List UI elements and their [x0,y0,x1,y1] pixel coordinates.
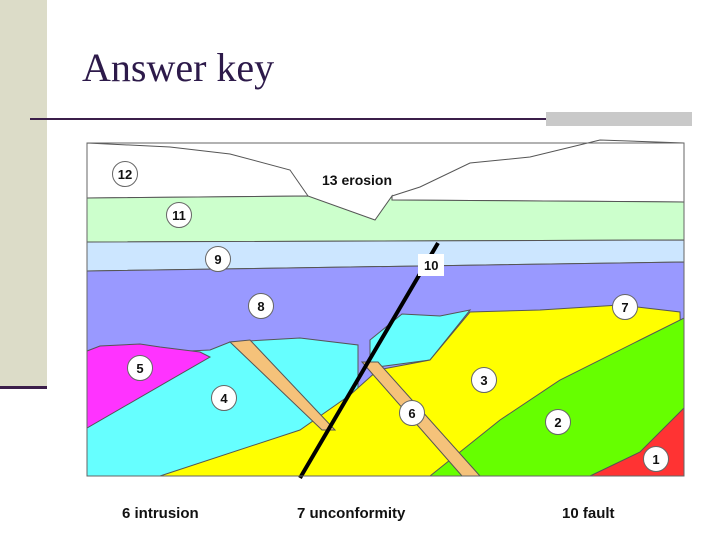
fault-10 [298,241,440,480]
label-6: 6 [399,400,425,426]
label-9: 9 [205,246,231,272]
caption-unconformity: 7 unconformity [297,505,406,522]
label-erosion: 13 erosion [322,172,393,188]
label-12: 12 [112,161,138,187]
label-10: 10 [418,254,445,276]
label-3: 3 [471,367,497,393]
caption-fault: 10 fault [562,505,615,522]
left-decor-line [0,386,47,389]
layer-12-right [391,139,685,203]
caption-intrusion: 6 intrusion [122,505,199,522]
label-5: 5 [127,355,153,381]
layer-5 [86,343,212,429]
title-rule [30,118,692,120]
title-rule-accent [546,112,692,126]
left-decor-bar [0,0,47,388]
diagram-frame [86,142,685,477]
label-2: 2 [545,409,571,435]
dike-6-upper [228,339,337,431]
label-7: 7 [612,294,638,320]
page-title: Answer key [82,45,275,90]
label-11: 11 [166,202,192,228]
label-4: 4 [211,385,237,411]
label-8: 8 [248,293,274,319]
label-1: 1 [643,446,669,472]
